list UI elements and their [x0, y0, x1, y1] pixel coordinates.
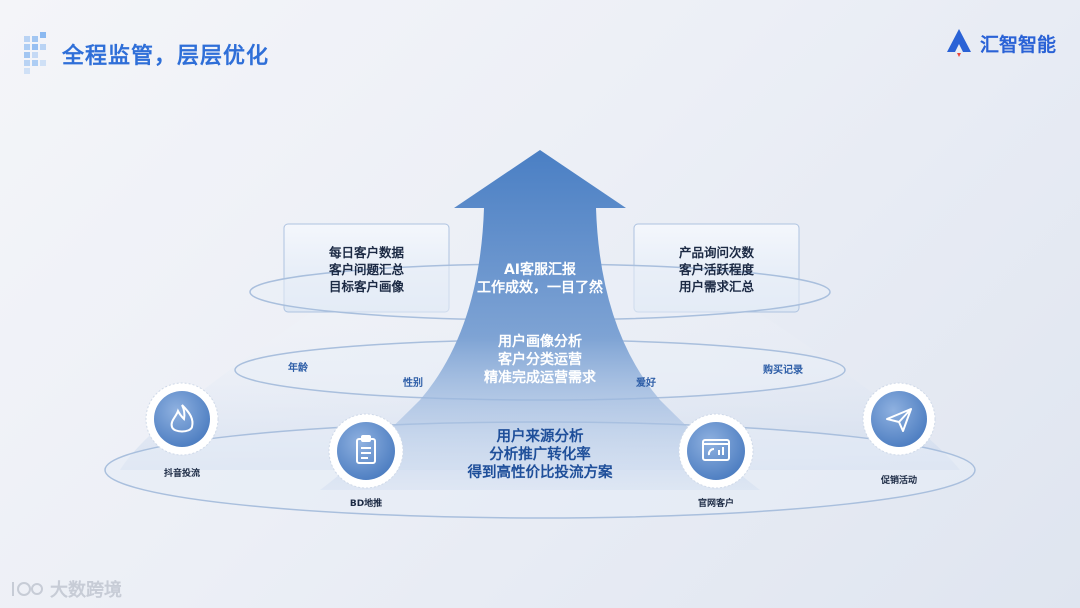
- arrow-bottom-text: 用户来源分析 分析推广转化率 得到高性价比投流方案: [420, 428, 660, 482]
- channel-plane: [863, 383, 935, 455]
- arrow-bottom-line: 分析推广转化率: [420, 446, 660, 464]
- arrow-bottom-line: 用户来源分析: [420, 428, 660, 446]
- brand-name: 汇智智能: [980, 30, 1056, 57]
- ring-tag-age: 年龄: [288, 359, 308, 374]
- arrow-top-line: 工作成效，一目了然: [440, 279, 640, 297]
- right-box-line: 客户活跃程度: [640, 261, 793, 278]
- arrow-mid-text: 用户画像分析 客户分类运营 精准完成运营需求: [440, 333, 640, 387]
- arrow-bottom-line: 得到高性价比投流方案: [420, 464, 660, 482]
- right-box-line: 用户需求汇总: [640, 278, 793, 295]
- channel-flame: [146, 383, 218, 455]
- watermark-text: 大数跨境: [50, 576, 122, 602]
- channel-label-douyin: 抖音投流: [152, 466, 212, 479]
- ring-tag-hobby: 爱好: [636, 374, 656, 389]
- ring-tag-gender: 性别: [403, 374, 423, 389]
- title-grid-decoration: [24, 32, 60, 76]
- arrow-top-line: AI客服汇报: [440, 261, 640, 279]
- left-box-text: 每日客户数据 客户问题汇总 目标客户画像: [290, 244, 443, 295]
- channel-dashboard: [679, 414, 753, 488]
- watermark: 大数跨境: [10, 576, 122, 602]
- right-box-line: 产品询问次数: [640, 244, 793, 261]
- watermark-logo-icon: [10, 578, 44, 600]
- channel-label-website: 官网客户: [686, 496, 746, 509]
- left-box-line: 客户问题汇总: [290, 261, 443, 278]
- left-box-line: 每日客户数据: [290, 244, 443, 261]
- right-box-text: 产品询问次数 客户活跃程度 用户需求汇总: [640, 244, 793, 295]
- rocket-logo-icon: [944, 28, 974, 58]
- channel-label-bd: BD地推: [336, 496, 396, 509]
- ring-tag-purchase: 购买记录: [763, 361, 803, 376]
- channel-label-promo: 促销活动: [869, 473, 929, 486]
- arrow-top-text: AI客服汇报 工作成效，一目了然: [440, 261, 640, 297]
- brand-logo: 汇智智能: [944, 28, 1056, 58]
- arrow-mid-line: 客户分类运营: [440, 351, 640, 369]
- arrow-mid-line: 精准完成运营需求: [440, 369, 640, 387]
- page-title: 全程监管，层层优化: [62, 38, 269, 70]
- channel-clipboard: [329, 414, 403, 488]
- arrow-mid-line: 用户画像分析: [440, 333, 640, 351]
- left-box-line: 目标客户画像: [290, 278, 443, 295]
